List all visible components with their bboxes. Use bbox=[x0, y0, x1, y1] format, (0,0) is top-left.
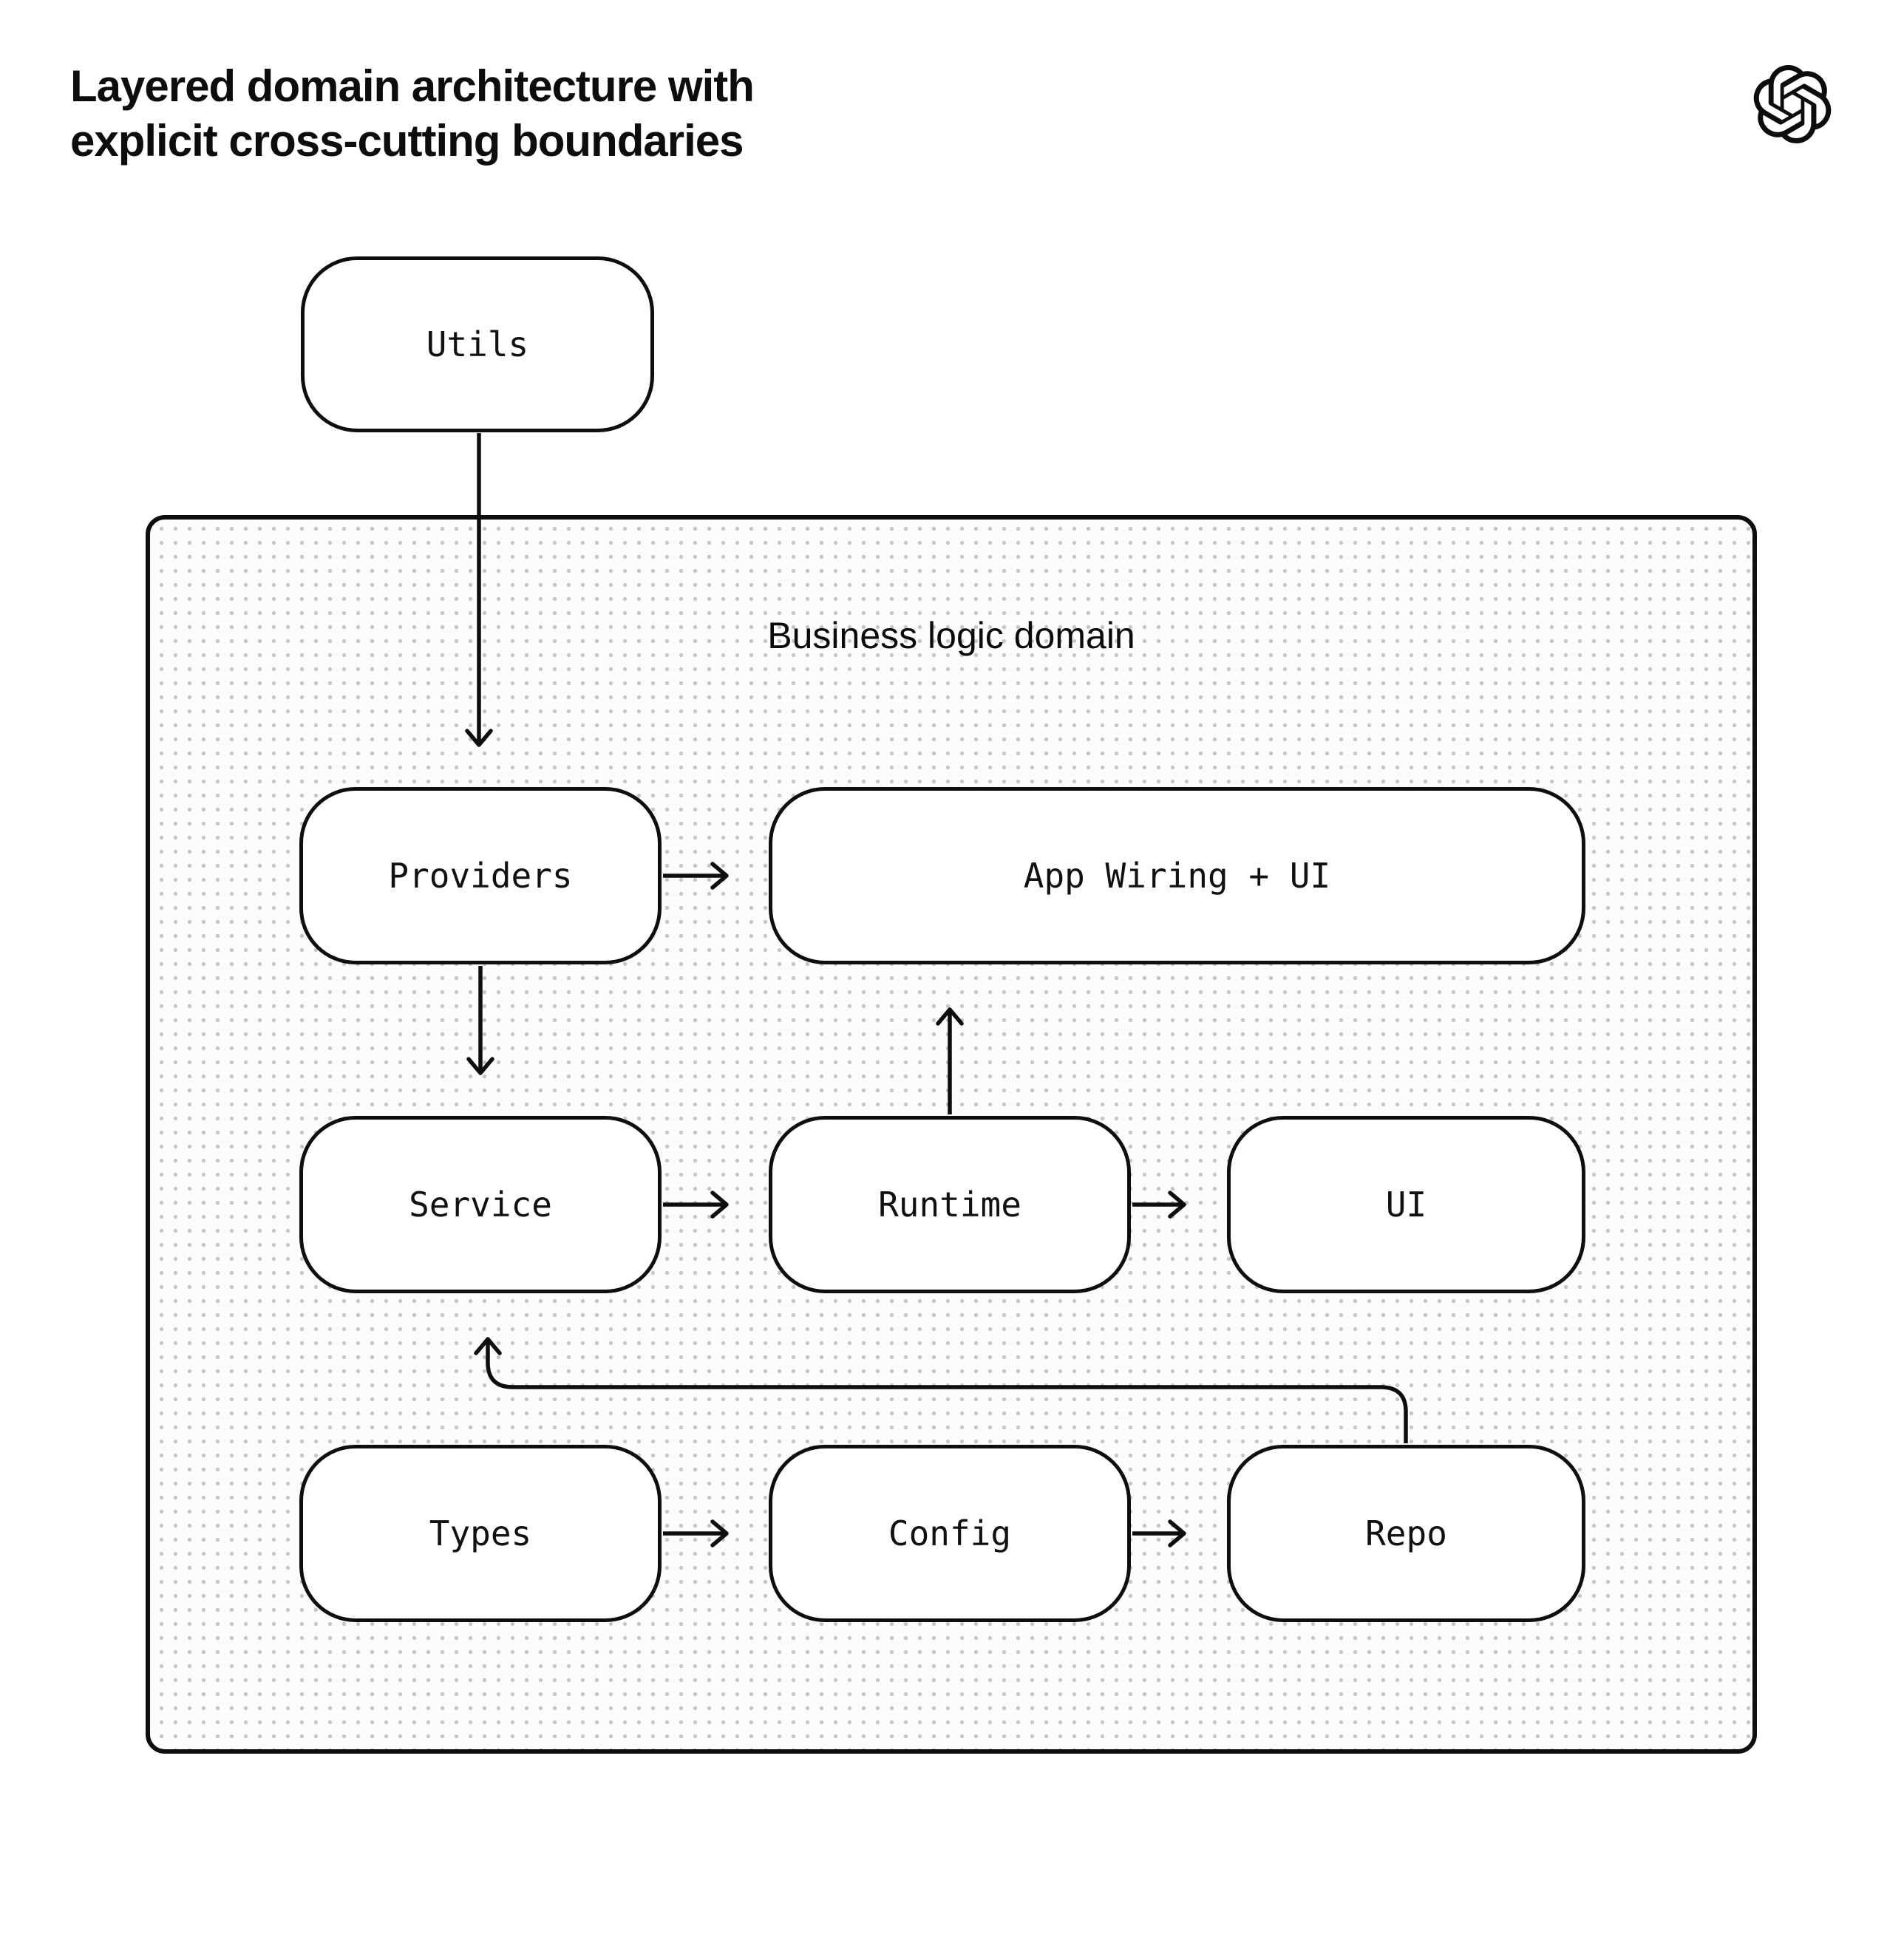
node-repo: Repo bbox=[1227, 1445, 1585, 1622]
business-logic-domain-label: Business logic domain bbox=[767, 615, 1135, 656]
page-title: Layered domain architecture with explici… bbox=[70, 59, 755, 168]
page-title-line2: explicit cross-cutting boundaries bbox=[70, 115, 744, 166]
node-repo-label: Repo bbox=[1365, 1514, 1447, 1553]
node-providers-label: Providers bbox=[388, 856, 573, 896]
node-runtime-label: Runtime bbox=[878, 1185, 1021, 1225]
node-utils: Utils bbox=[301, 256, 654, 432]
node-app-wiring-ui: App Wiring + UI bbox=[769, 787, 1585, 964]
openai-logo-icon bbox=[1753, 65, 1832, 143]
node-runtime: Runtime bbox=[769, 1116, 1131, 1293]
node-ui-label: UI bbox=[1385, 1185, 1427, 1225]
node-ui: UI bbox=[1227, 1116, 1585, 1293]
node-providers: Providers bbox=[299, 787, 662, 964]
node-service: Service bbox=[299, 1116, 662, 1293]
page-title-line1: Layered domain architecture with bbox=[70, 61, 755, 111]
node-utils-label: Utils bbox=[426, 324, 529, 364]
node-types: Types bbox=[299, 1445, 662, 1622]
node-config-label: Config bbox=[888, 1514, 1012, 1553]
node-service-label: Service bbox=[409, 1185, 552, 1225]
node-config: Config bbox=[769, 1445, 1131, 1622]
node-app-wiring-ui-label: App Wiring + UI bbox=[1023, 856, 1331, 896]
node-types-label: Types bbox=[429, 1514, 532, 1553]
